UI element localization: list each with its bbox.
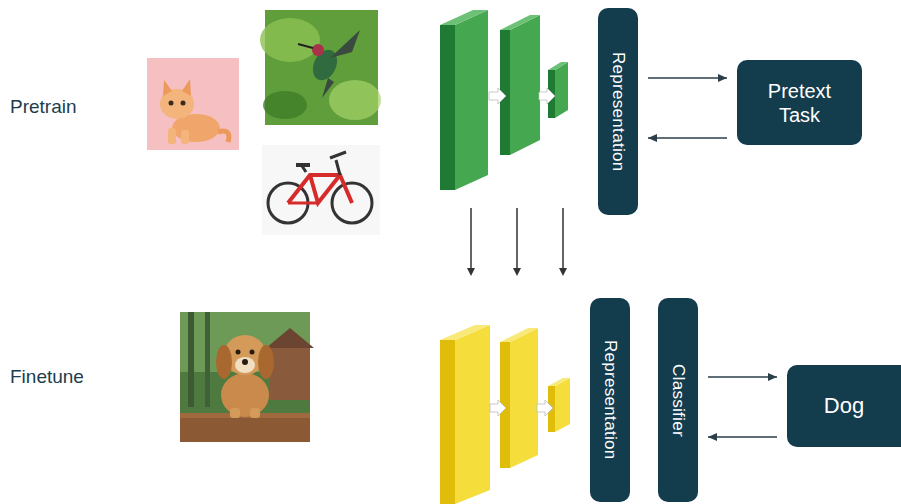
hummingbird-image: [260, 10, 381, 125]
cat-image: [147, 58, 239, 150]
pretrain-encoder: [440, 10, 568, 190]
pretext-task-box: Pretext Task: [737, 60, 862, 145]
node-text: Representation: [600, 340, 620, 460]
bicycle-image: [262, 145, 380, 235]
output-box: Dog: [787, 365, 901, 447]
flow-arrow: [648, 137, 727, 139]
weight-transfer-arrows: [467, 208, 567, 276]
representation-bar: Representation: [598, 8, 638, 215]
flow-arrow: [708, 436, 777, 438]
stage-label: Pretrain: [10, 96, 77, 118]
representation-bar: Representation: [590, 298, 630, 502]
node-text: Representation: [608, 52, 628, 172]
stage-label: Finetune: [10, 366, 84, 388]
node-text: Pretext Task: [752, 79, 847, 127]
flow-arrow: [648, 77, 727, 79]
flow-arrow: [708, 376, 777, 378]
dog-image: [180, 312, 314, 442]
finetune-encoder: [440, 325, 570, 504]
classifier-bar: Classifier: [658, 298, 698, 502]
node-text: Dog: [824, 393, 864, 419]
node-text: Classifier: [668, 364, 688, 437]
